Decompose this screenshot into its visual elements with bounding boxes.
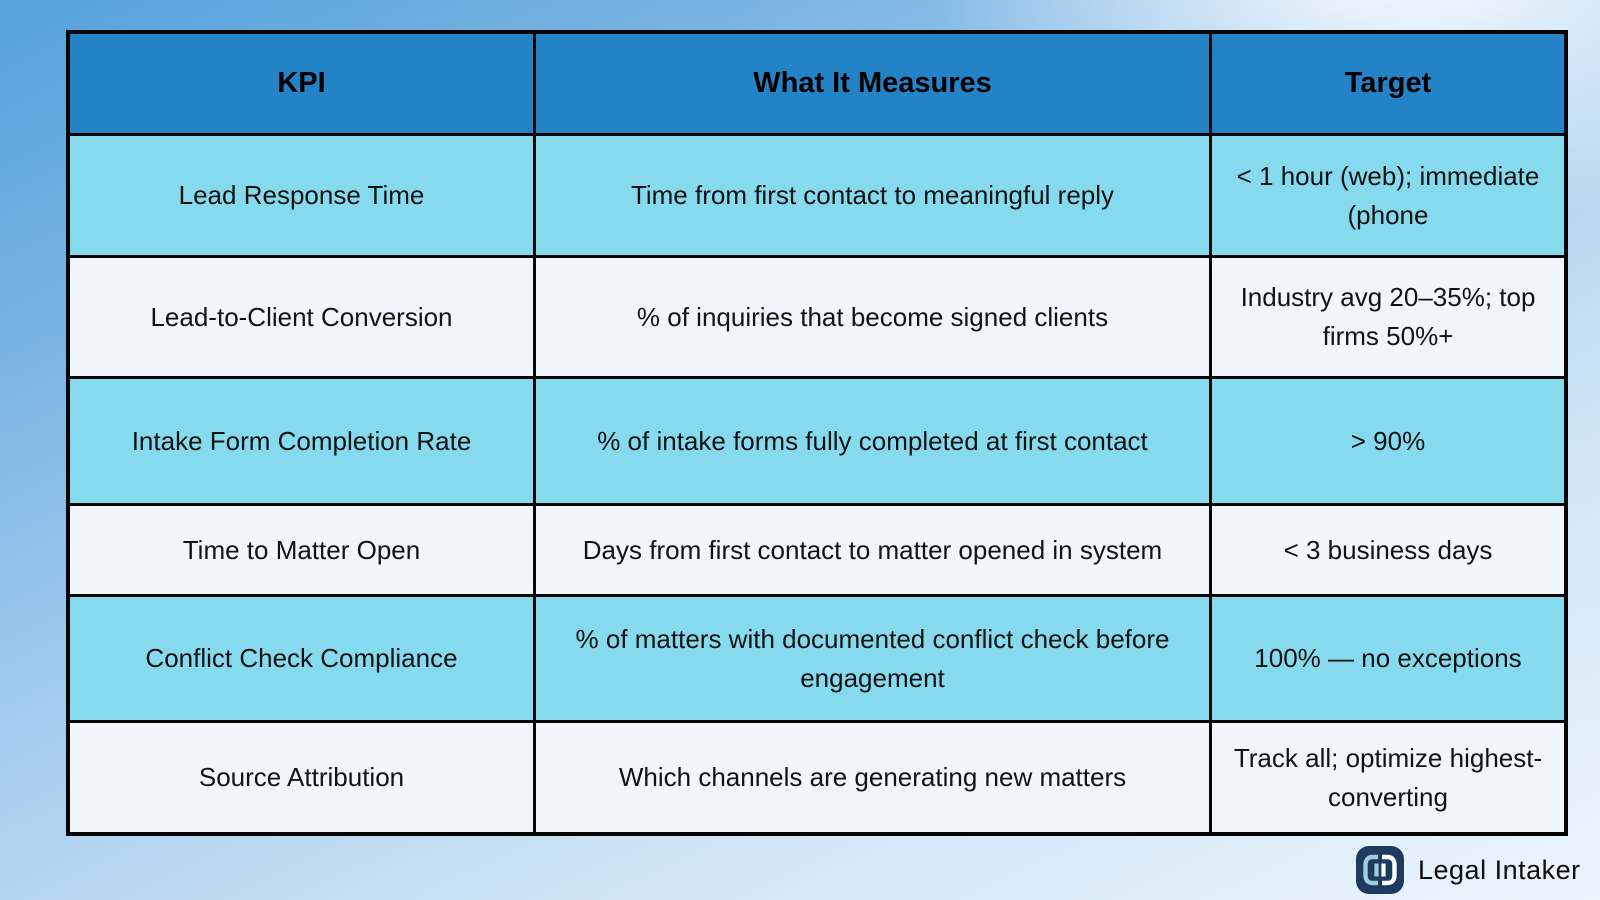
cell-target: > 90% [1212,379,1564,503]
cell-measures: % of matters with documented conflict ch… [536,597,1209,720]
column-header-measures: What It Measures [536,34,1209,133]
brand-logo: Legal Intaker [1356,846,1581,894]
cell-target: < 1 hour (web); immediate (phone [1212,136,1564,255]
cell-target: < 3 business days [1212,506,1564,594]
cell-measures: Which channels are generating new matter… [536,723,1209,832]
cell-target: Industry avg 20–35%; top firms 50%+ [1212,258,1564,376]
cell-target: Track all; optimize highest-converting [1212,723,1564,832]
cell-kpi: Lead Response Time [70,136,533,255]
cell-measures: % of inquiries that become signed client… [536,258,1209,376]
column-header-target: Target [1212,34,1564,133]
cell-measures: % of intake forms fully completed at fir… [536,379,1209,503]
legal-intaker-logo-icon [1356,846,1404,894]
cell-kpi: Lead-to-Client Conversion [70,258,533,376]
cell-target: 100% — no exceptions [1212,597,1564,720]
cell-kpi: Time to Matter Open [70,506,533,594]
brand-name: Legal Intaker [1418,854,1581,885]
cell-kpi: Source Attribution [70,723,533,832]
cell-kpi: Conflict Check Compliance [70,597,533,720]
column-header-kpi: KPI [70,34,533,133]
cell-measures: Time from first contact to meaningful re… [536,136,1209,255]
cell-kpi: Intake Form Completion Rate [70,379,533,503]
kpi-table: KPI What It Measures Target Lead Respons… [66,30,1568,836]
cell-measures: Days from first contact to matter opened… [536,506,1209,594]
